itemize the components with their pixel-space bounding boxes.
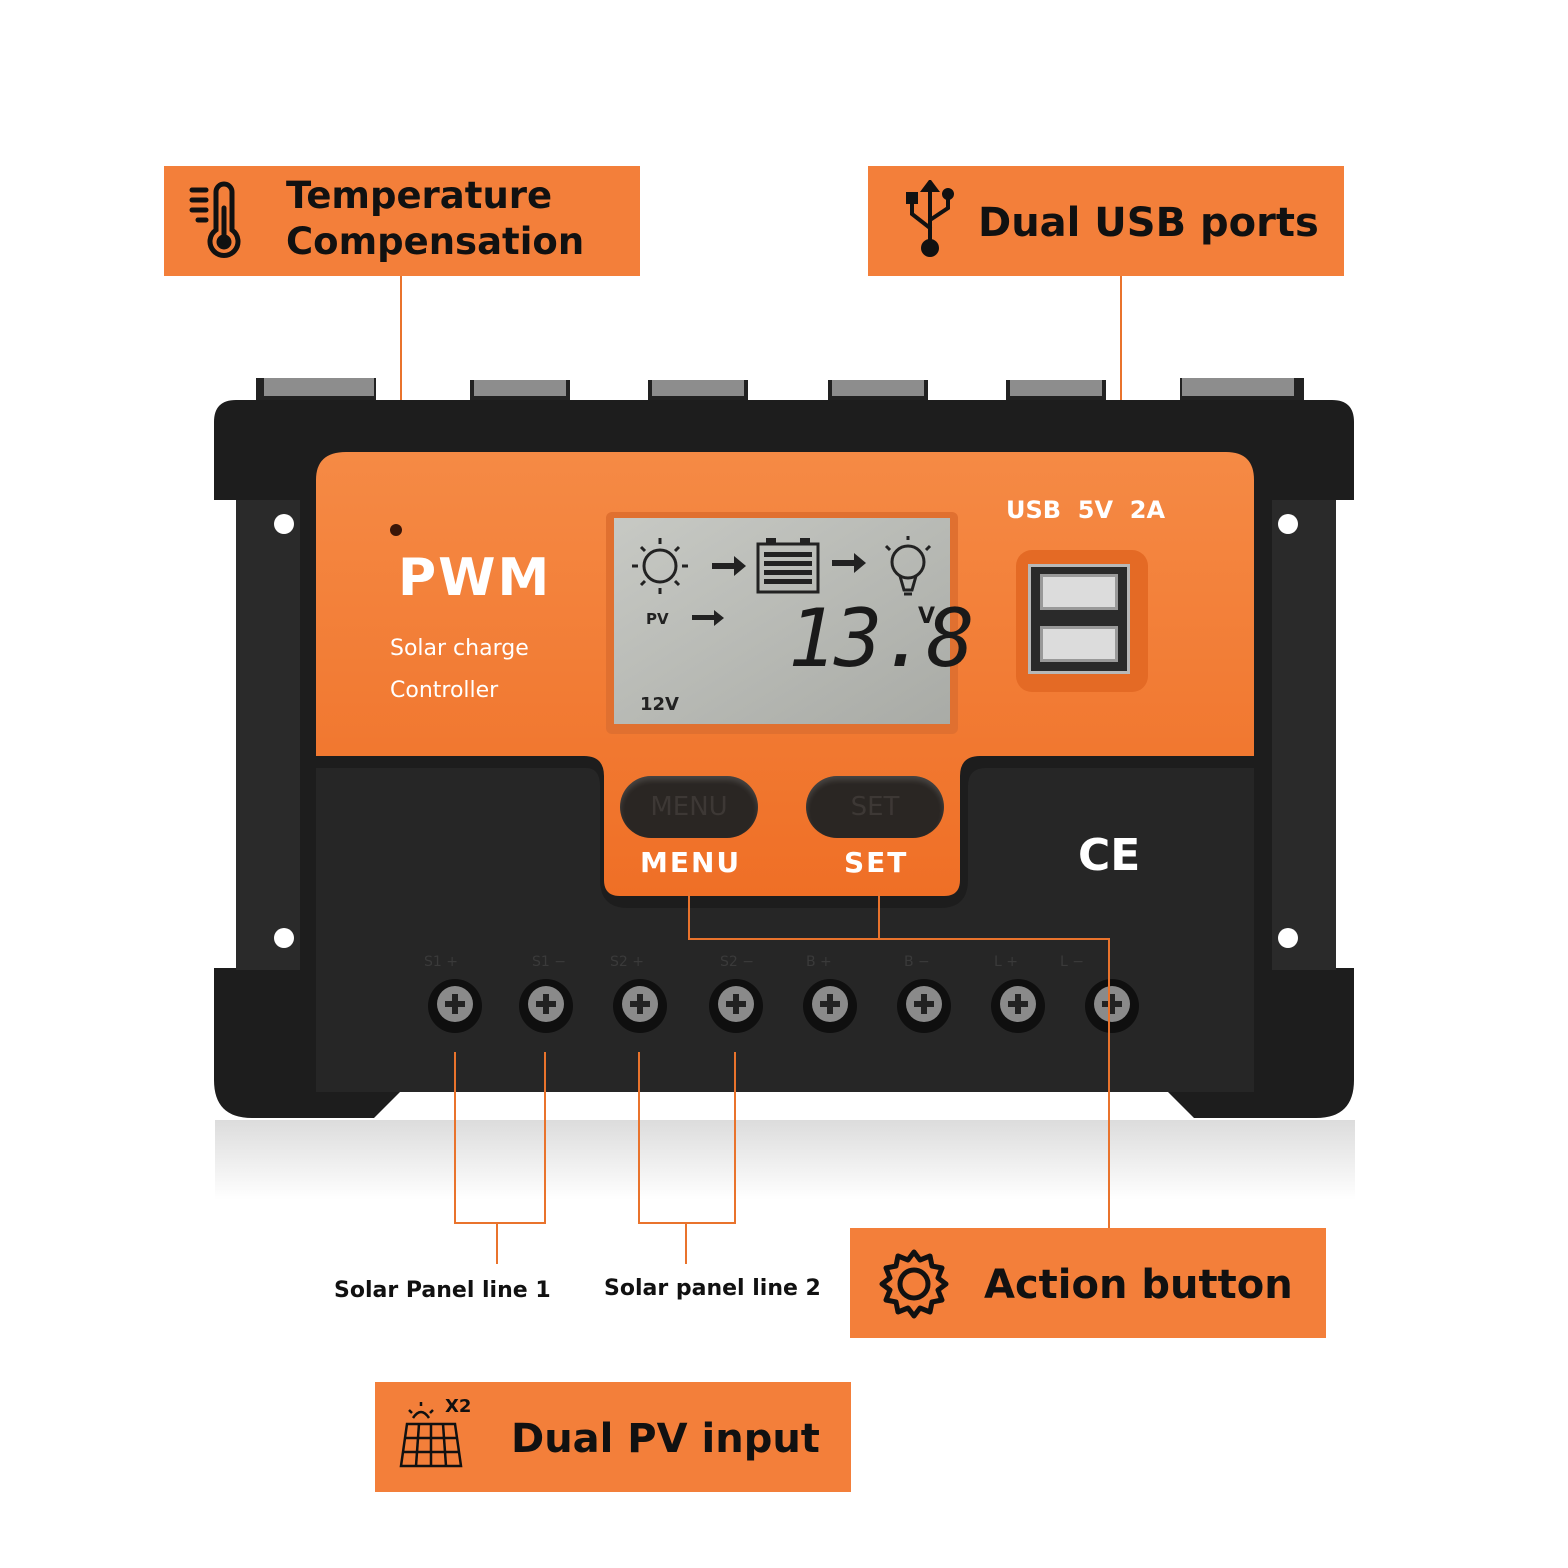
pv-callout-label: Dual PV input xyxy=(511,1416,820,1462)
terminal-mark-l-plus: L + xyxy=(994,954,1018,970)
terminal-marks: S1 + S1 − S2 + S2 − B + B − L + L − xyxy=(420,954,1120,978)
usb-ports-callout: Dual USB ports xyxy=(868,166,1344,276)
lcd-voltage-unit: V xyxy=(918,604,936,629)
solar2-bracket-line xyxy=(638,1222,736,1224)
terminal-mark-b-minus: B − xyxy=(904,954,930,970)
lcd-voltage-readout: 13.8 xyxy=(788,592,975,685)
solar2-stem-line xyxy=(685,1222,687,1264)
solar2-right-line xyxy=(734,1052,736,1224)
temperature-compensation-callout: Temperature Compensation xyxy=(164,166,640,276)
usb-port-2[interactable] xyxy=(1040,626,1118,662)
action-horizontal-line xyxy=(688,938,1110,940)
screw-terminal-7 xyxy=(991,979,1045,1033)
thermometer-icon xyxy=(189,181,241,258)
screw-terminal-1 xyxy=(428,979,482,1033)
action-button-callout: Action button xyxy=(850,1228,1326,1338)
usb-icon xyxy=(906,180,954,257)
brand-subtitle-2: Controller xyxy=(390,678,499,703)
gear-icon xyxy=(879,1249,949,1319)
menu-leader-line xyxy=(688,892,690,940)
lcd-pv-label: PV xyxy=(646,610,669,628)
set-button-cap-text: SET xyxy=(850,792,900,822)
ce-mark: CE xyxy=(1078,830,1141,881)
solar1-left-line xyxy=(454,1052,456,1224)
screw-terminal-3 xyxy=(613,979,667,1033)
temperature-callout-line-2: Compensation xyxy=(286,220,585,263)
menu-button[interactable]: MENU xyxy=(620,776,758,838)
solar1-stem-line xyxy=(496,1222,498,1264)
screw-terminal-8 xyxy=(1085,979,1139,1033)
lcd-system-voltage: 12V xyxy=(640,694,679,715)
brand-pwm: PWM xyxy=(398,548,552,608)
usb-spec-label: USB 5V 2A xyxy=(1006,496,1166,524)
terminal-mark-b-plus: B + xyxy=(806,954,832,970)
solar-panel-line-1-label: Solar Panel line 1 xyxy=(334,1278,551,1303)
terminal-mark-s2-minus: S2 − xyxy=(720,954,754,970)
menu-button-cap-text: MENU xyxy=(650,792,728,822)
terminal-mark-s1-plus: S1 + xyxy=(424,954,458,970)
brand-subtitle-1: Solar charge xyxy=(390,636,529,661)
screw-terminal-5 xyxy=(803,979,857,1033)
pv-x2-badge: X2 xyxy=(445,1396,472,1417)
menu-label: MENU xyxy=(640,846,742,879)
solar-panel-icon xyxy=(399,1402,463,1468)
terminal-mark-s1-minus: S1 − xyxy=(532,954,566,970)
screw-terminal-6 xyxy=(897,979,951,1033)
lcd-battery-icon xyxy=(756,538,820,594)
dual-pv-callout: X2 Dual PV input xyxy=(375,1382,851,1492)
solar2-left-line xyxy=(638,1052,640,1224)
solar-panel-line-2-label: Solar panel line 2 xyxy=(604,1276,821,1301)
temperature-leader-line xyxy=(400,276,402,456)
set-leader-line xyxy=(878,892,880,940)
usb-leader-line xyxy=(1120,276,1122,456)
lcd-bulb-icon xyxy=(884,536,932,596)
action-callout-label: Action button xyxy=(984,1262,1293,1308)
set-label: SET xyxy=(844,846,909,879)
action-vertical-line xyxy=(1108,938,1110,1228)
screw-terminal-4 xyxy=(709,979,763,1033)
screw-terminal-2 xyxy=(519,979,573,1033)
set-button[interactable]: SET xyxy=(806,776,944,838)
usb-port-1[interactable] xyxy=(1040,574,1118,610)
terminal-mark-l-minus: L − xyxy=(1060,954,1084,970)
terminal-mark-s2-plus: S2 + xyxy=(610,954,644,970)
solar1-bracket-line xyxy=(454,1222,546,1224)
temperature-callout-line-1: Temperature xyxy=(286,174,553,217)
usb-callout-label: Dual USB ports xyxy=(978,200,1319,246)
solar1-right-line xyxy=(544,1052,546,1224)
lcd-sun-icon xyxy=(632,538,688,594)
